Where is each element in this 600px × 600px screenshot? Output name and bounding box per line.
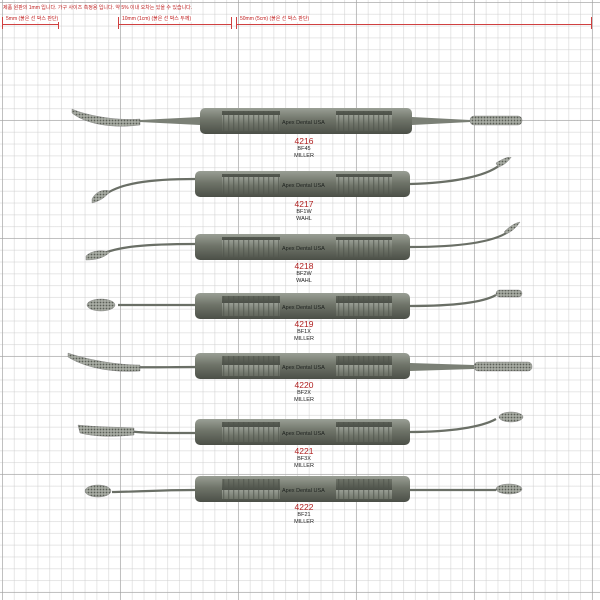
brand-label: Apex Dental USA: [282, 305, 325, 311]
instrument-model: BF21: [297, 512, 311, 518]
working-tip-left: [71, 108, 141, 127]
working-end-left: [97, 242, 196, 257]
working-end-left: [111, 488, 196, 494]
working-end-right: [409, 231, 509, 249]
working-end-right: [409, 418, 497, 434]
handle-grip-right: [336, 111, 392, 131]
instrument-code: 4219: [294, 319, 314, 329]
instrument-code: 4220: [294, 380, 314, 390]
instrument-code: 4222: [294, 502, 314, 512]
scale-5mm-label: 5mm (붉은 선 박스 판단): [5, 15, 60, 22]
working-tip-right: [469, 115, 523, 126]
handle-grip-left: [222, 356, 280, 376]
working-tip-right: [495, 157, 512, 168]
working-end-left: [127, 429, 196, 435]
working-tip-right: [498, 411, 524, 423]
instrument-type: MILLER: [294, 153, 314, 159]
scale-10mm-label: 10mm (1cm) (붉은 선 박스 두께): [121, 15, 193, 22]
scale-50mm: 50mm (5cm) (붉은 선 박스 판단): [236, 15, 592, 29]
instrument-model: BF1X: [297, 329, 311, 335]
instrument-model: BF3X: [297, 456, 311, 462]
working-tip-left: [91, 190, 111, 204]
shank-left: [140, 117, 200, 125]
instrument-type: MILLER: [294, 463, 314, 469]
brand-label: Apex Dental USA: [282, 120, 325, 126]
working-tip-left: [77, 424, 135, 437]
shank-right: [410, 363, 474, 371]
instrument-type: MILLER: [294, 519, 314, 525]
brand-label: Apex Dental USA: [282, 246, 325, 252]
brand-label: Apex Dental USA: [282, 365, 325, 371]
working-tip-left: [84, 484, 112, 498]
working-tip-right: [495, 483, 523, 495]
instrument-code: 4221: [294, 446, 314, 456]
handle-grip-right: [336, 422, 392, 442]
instrument-model: BF1W: [296, 209, 312, 215]
handle-grip-left: [222, 174, 280, 194]
brand-label: Apex Dental USA: [282, 431, 325, 437]
instrument-4216: Apex Dental USA 4216 BF45 MILLER: [0, 95, 600, 175]
brand-label: Apex Dental USA: [282, 488, 325, 494]
scale-50mm-label: 50mm (5cm) (붉은 선 박스 판단): [239, 15, 311, 22]
handle-grip-right: [336, 174, 392, 194]
instrument-type: WAHL: [296, 216, 312, 222]
instrument-type: MILLER: [294, 397, 314, 403]
handle-grip-left: [222, 422, 280, 442]
handle-grip-right: [336, 356, 392, 376]
handle-grip-left: [222, 296, 280, 316]
brand-label: Apex Dental USA: [282, 183, 325, 189]
instrument-model: BF45: [297, 146, 311, 152]
handle-grip-right: [336, 237, 392, 257]
working-tip-left: [85, 250, 111, 261]
scale-5mm: 5mm (붉은 선 박스 판단): [2, 15, 60, 29]
shank-right: [412, 117, 470, 125]
working-tip-right: [473, 361, 533, 372]
scale-10mm: 10mm (1cm) (붉은 선 박스 두께): [118, 15, 232, 29]
handle-grip-left: [222, 479, 280, 499]
instrument-4222: Apex Dental USA 4222 BF21 MILLER: [0, 470, 600, 550]
working-end-right: [409, 164, 501, 186]
instrument-model: BF2X: [297, 390, 311, 396]
working-tip-right: [495, 289, 523, 298]
instrument-code: 4218: [294, 261, 314, 271]
instrument-type: WAHL: [296, 278, 312, 284]
instrument-type: MILLER: [294, 336, 314, 342]
working-tip-left: [67, 352, 141, 372]
handle-grip-right: [336, 479, 392, 499]
instrument-code: 4217: [294, 199, 314, 209]
handle-grip-left: [222, 111, 280, 131]
instrument-4220: Apex Dental USA 4220 BF2X MILLER: [0, 345, 600, 425]
working-tip-left: [86, 298, 116, 312]
instrument-model: BF2W: [296, 271, 312, 277]
header-note: 제품 원판의 1mm 입니다. 가구 사이즈 측정용 입니다. 약 5% 이내 …: [3, 5, 193, 11]
working-end-left: [101, 177, 196, 198]
handle-grip-right: [336, 296, 392, 316]
instrument-4219: Apex Dental USA 4219 BF1X MILLER: [0, 283, 600, 363]
working-tip-right: [503, 221, 521, 235]
handle-grip-left: [222, 237, 280, 257]
instrument-4217: Apex Dental USA 4217 BF1W WAHL: [0, 157, 600, 237]
instrument-4218: Apex Dental USA 4218 BF2W WAHL: [0, 220, 600, 300]
working-end-right: [409, 294, 497, 308]
instrument-code: 4216: [294, 136, 314, 146]
instrument-4221: Apex Dental USA 4221 BF3X MILLER: [0, 407, 600, 487]
